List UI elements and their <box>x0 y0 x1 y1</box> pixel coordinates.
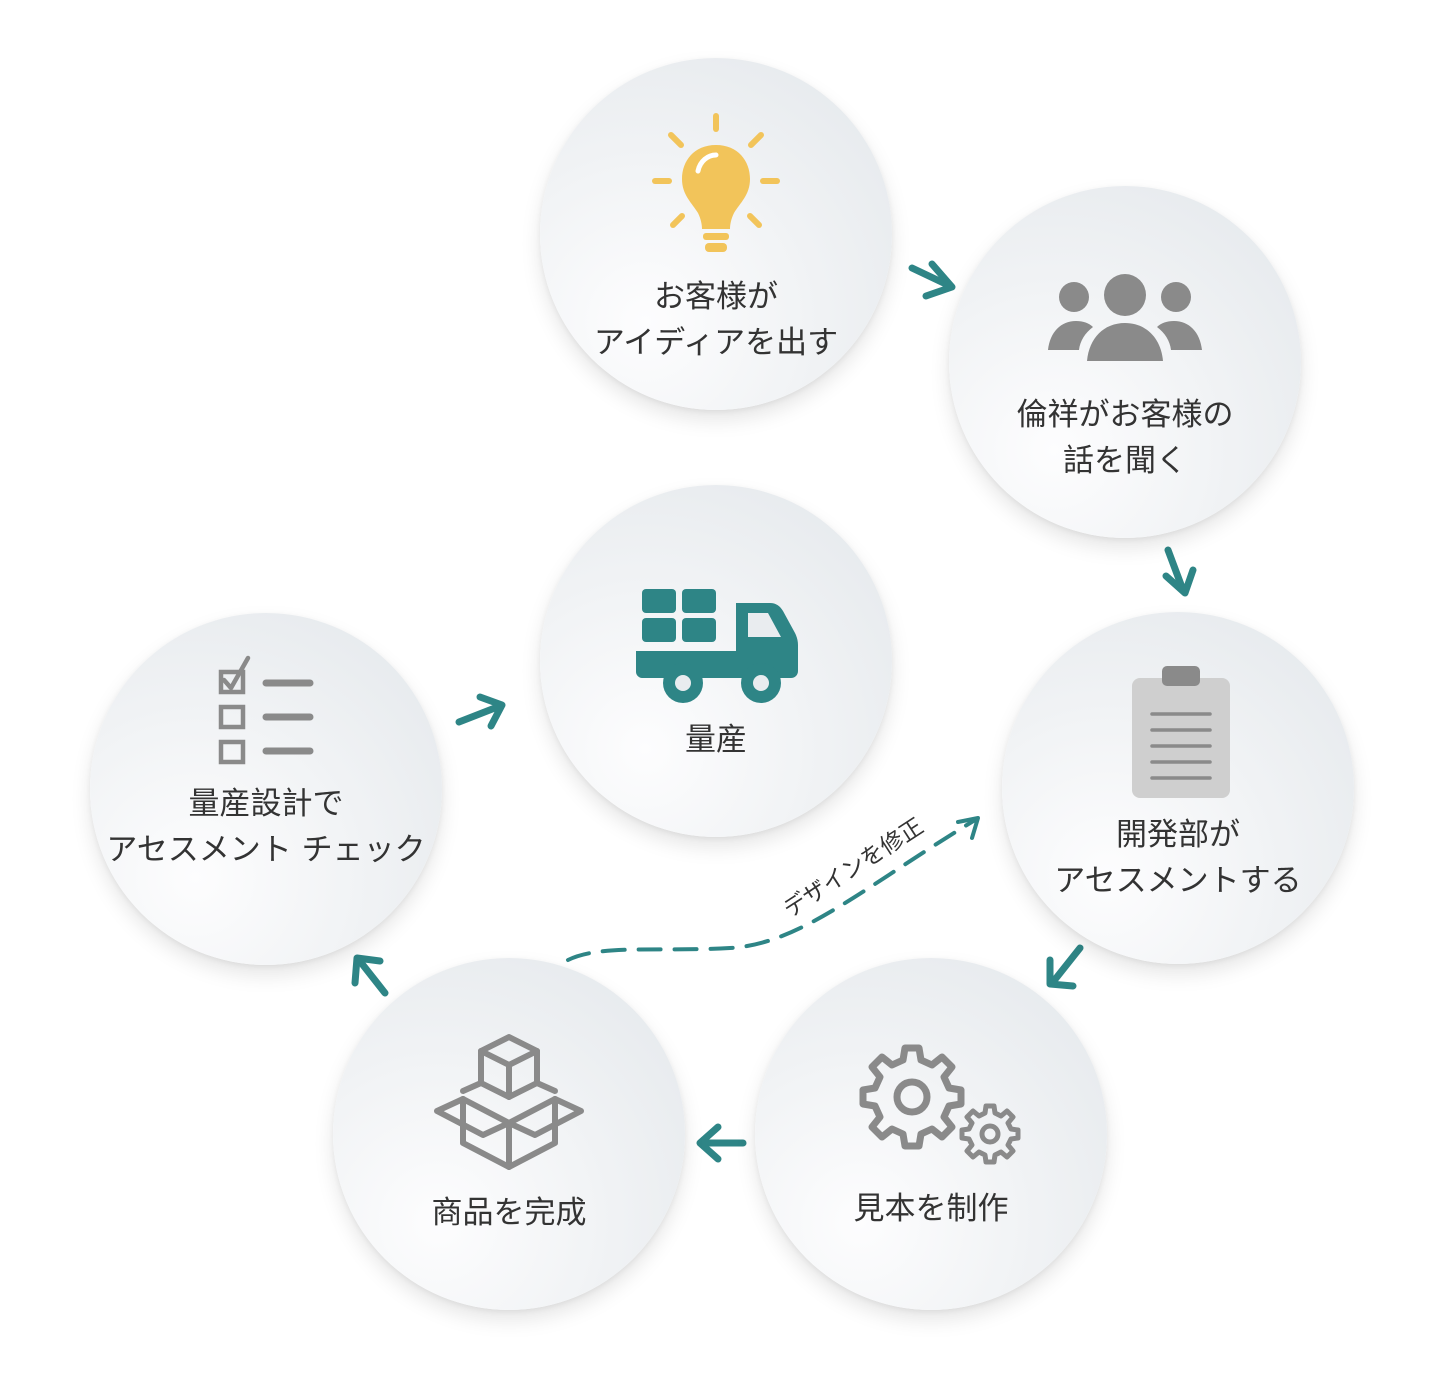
arrow-check-to-production <box>455 702 504 726</box>
step-product-label: 商品を完成 <box>431 1195 587 1231</box>
feedback-dashed-path <box>566 818 977 962</box>
step-assess-label: 開発部が アセスメントする <box>1054 817 1302 899</box>
step-listen-label: 倫祥がお客様の 話を聞く <box>1016 397 1234 479</box>
arrow-assess-to-sample <box>1049 944 1084 986</box>
arrow-listen-to-assess <box>1164 546 1187 594</box>
boxes-icon <box>434 1034 584 1170</box>
people-group-icon <box>1048 274 1202 361</box>
step-sample: 見本を制作 <box>755 958 1107 1310</box>
step-design-check: 量産設計で アセスメント チェック <box>90 613 442 965</box>
step-idea-label: お客様が アイディアを出す <box>593 279 839 361</box>
gears-icon <box>859 1044 1021 1165</box>
step-assess: 開発部が アセスメントする <box>1002 612 1354 964</box>
light-bulb-icon <box>652 113 780 252</box>
arrow-idea-to-listen <box>908 264 954 290</box>
step-sample-label: 見本を制作 <box>853 1191 1009 1227</box>
step-design-check-label: 量産設計で アセスメント チェック <box>106 786 426 868</box>
delivery-truck-icon <box>636 589 798 703</box>
step-mass-production-label: 量産 <box>685 722 747 758</box>
step-product: 商品を完成 <box>333 958 685 1310</box>
step-idea: お客様が アイディアを出す <box>540 58 892 410</box>
step-mass-production: 量産 <box>540 485 892 837</box>
clipboard-icon <box>1132 666 1230 798</box>
feedback-label: デザインを修正 <box>779 814 928 923</box>
checklist-icon <box>218 655 314 765</box>
arrow-product-to-check <box>355 956 389 997</box>
step-listen: 倫祥がお客様の 話を聞く <box>949 186 1301 538</box>
